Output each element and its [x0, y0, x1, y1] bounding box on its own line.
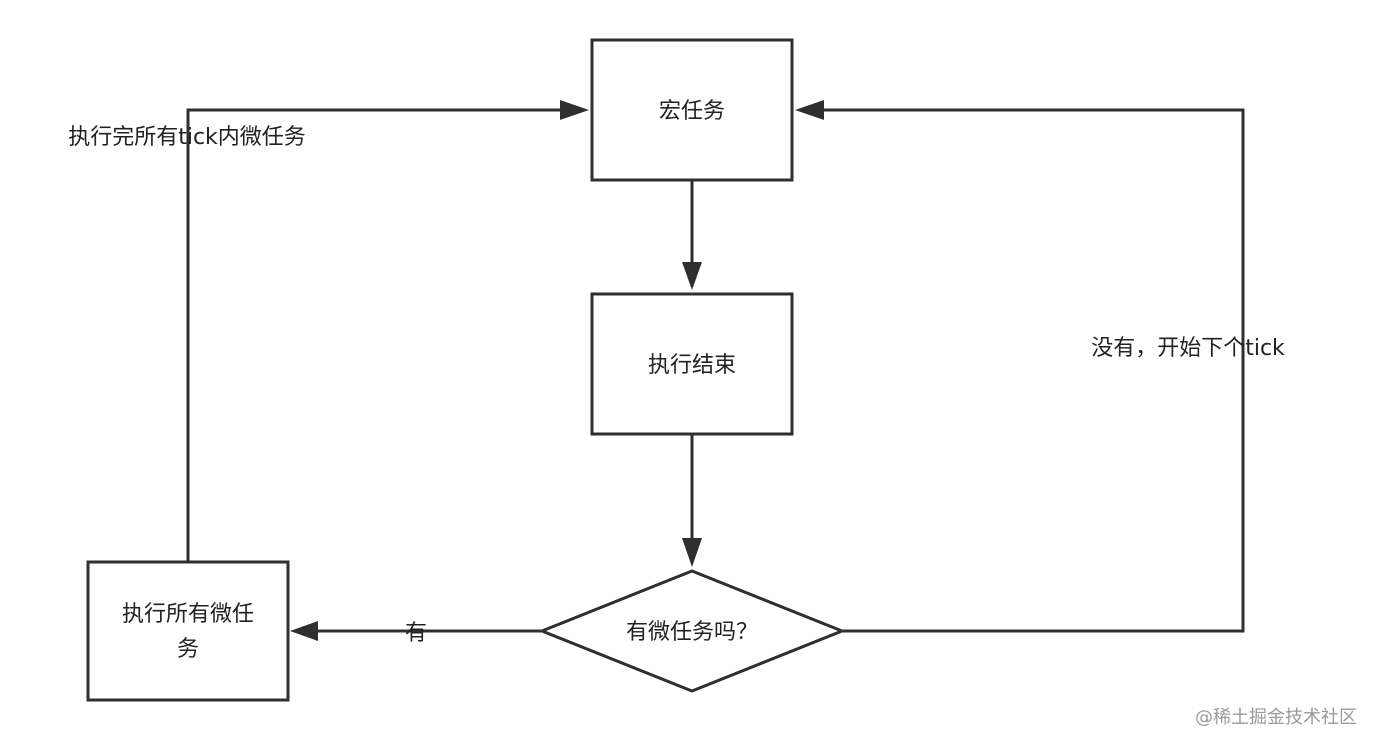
execute-microtasks-node	[86, 560, 290, 702]
execute-microtasks-label-line2: 务	[177, 637, 199, 662]
execution-end-node	[590, 292, 794, 436]
decision-node	[537, 569, 847, 693]
execution-end-label: 执行结束	[648, 353, 736, 378]
execute-microtasks-label-line1: 执行所有微任	[122, 602, 254, 627]
decision-to-microtasks-arrow	[290, 621, 318, 641]
decision-label: 有微任务吗？	[626, 620, 758, 645]
decision-to-macro-arrow	[795, 100, 824, 120]
macro-to-execution-arrow	[682, 262, 702, 290]
yes-edge-label: 有	[405, 621, 427, 646]
decision-to-macro-edge	[822, 108, 1245, 633]
microtasks-to-macro-edge	[186, 108, 562, 564]
no-next-tick-label: 没有，开始下个tick	[1091, 336, 1285, 361]
microtasks-to-macro-arrow	[560, 100, 589, 120]
execution-to-decision-arrow	[682, 538, 702, 567]
after-microtasks-label: 执行完所有tick内微任务	[68, 125, 306, 150]
macro-task-node	[590, 38, 794, 182]
watermark: @稀土掘金技术社区	[1195, 707, 1357, 728]
macro-task-label: 宏任务	[659, 99, 725, 124]
